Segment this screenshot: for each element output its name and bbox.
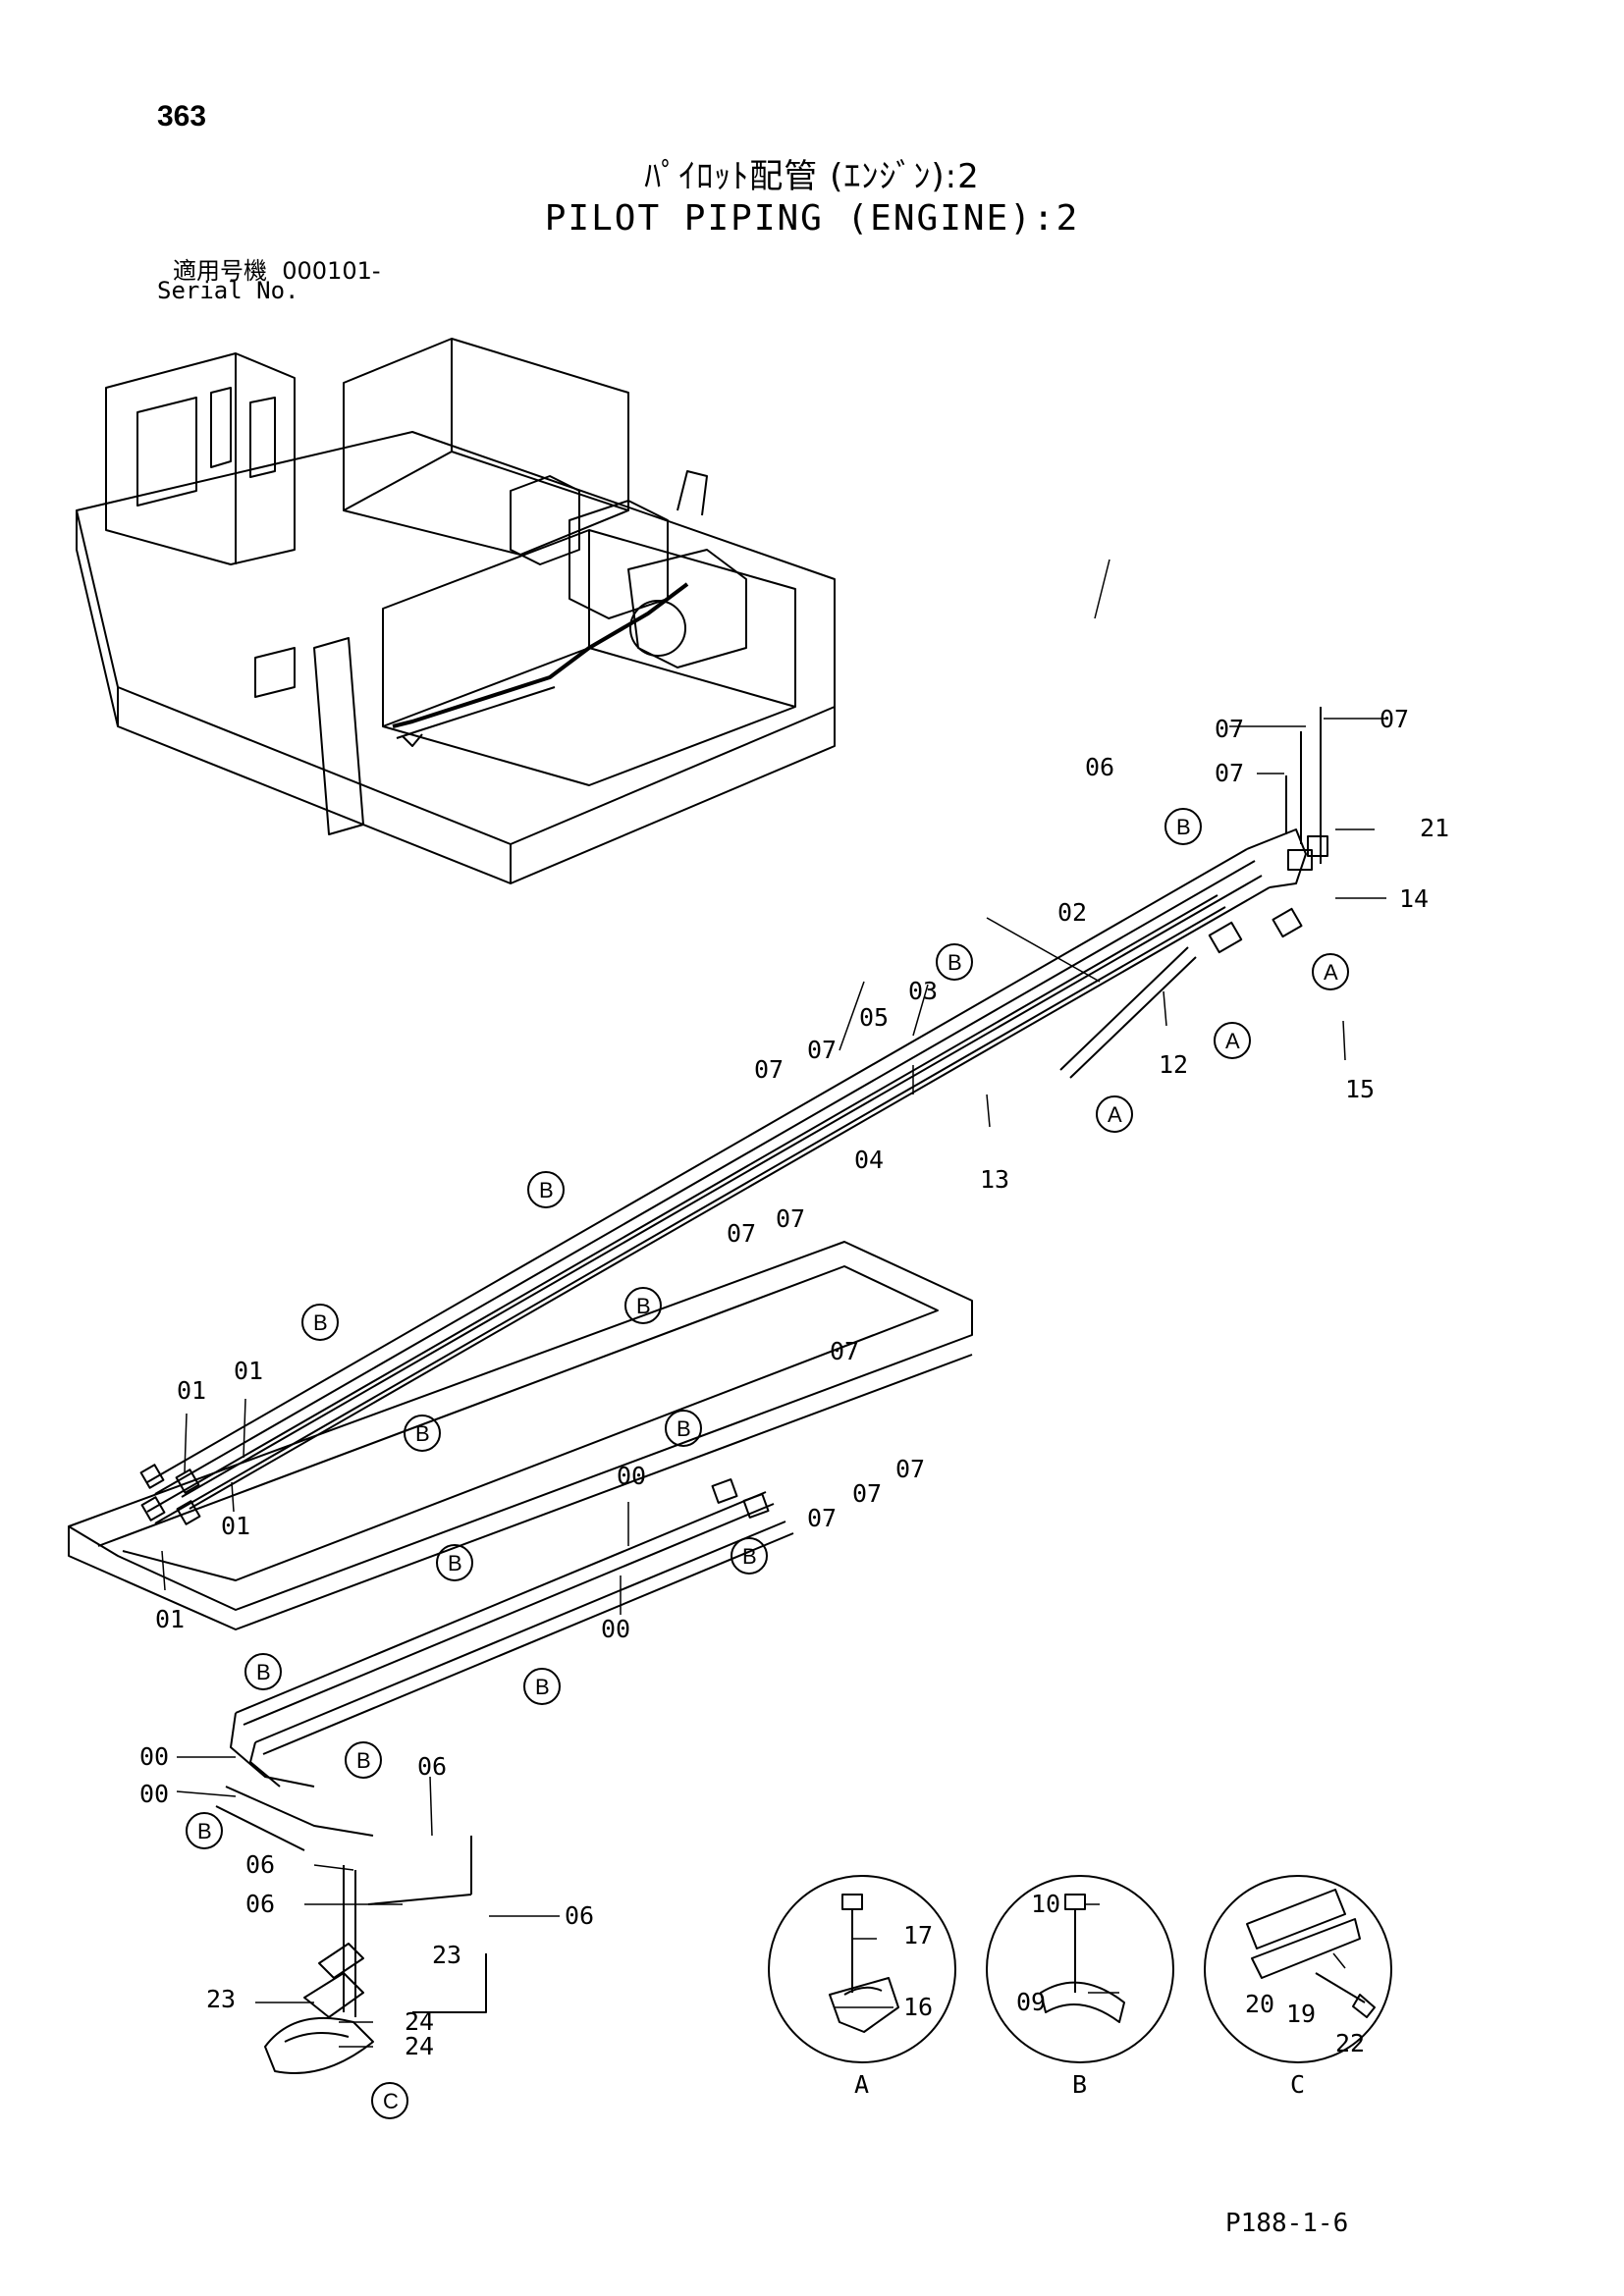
part-label-01: 01	[155, 1605, 185, 1633]
ref-letter-b: B	[539, 1178, 554, 1202]
part-label-07: 07	[895, 1455, 925, 1483]
part-label-12: 12	[1159, 1050, 1188, 1079]
part-label-23: 23	[206, 1985, 236, 2013]
part-label-17: 17	[903, 1921, 933, 1949]
document-code: P188-1-6	[1225, 2209, 1349, 2238]
part-label-16: 16	[903, 1993, 933, 2021]
part-label-20: 20	[1245, 1990, 1274, 2018]
part-label-04: 04	[854, 1146, 884, 1174]
part-label-13: 13	[980, 1165, 1009, 1194]
ref-letter-b: B	[947, 950, 962, 975]
part-label-07: 07	[807, 1036, 837, 1064]
part-label-00: 00	[139, 1742, 169, 1771]
frame-outline	[68, 1241, 973, 1630]
detail-caption-a: A	[854, 2070, 869, 2099]
part-label-07: 07	[830, 1337, 859, 1365]
machine-overview-illustration	[76, 338, 836, 884]
reference-callouts	[186, 808, 1349, 2119]
part-label-07: 07	[852, 1479, 882, 1508]
ref-letter-b: B	[636, 1294, 651, 1318]
part-label-01: 01	[177, 1376, 206, 1405]
ref-letter-b: B	[677, 1416, 691, 1441]
ref-letter-b: B	[1176, 815, 1191, 839]
part-label-00: 00	[617, 1462, 646, 1490]
part-label-24: 24	[405, 2032, 434, 2060]
part-number-labels: 07 07 07 06 21 14 02 03 05 07 07 12 15 0…	[139, 705, 1449, 2060]
serial-number-value: 000101-	[282, 257, 381, 285]
part-label-19: 19	[1286, 2000, 1316, 2028]
part-label-24: 24	[405, 2007, 434, 2036]
lower-pipe-run	[215, 1478, 794, 2074]
part-label-14: 14	[1399, 884, 1429, 913]
part-label-15: 15	[1345, 1075, 1375, 1103]
part-label-07: 07	[1215, 759, 1244, 787]
part-label-06: 06	[245, 1890, 275, 1918]
part-label-01: 01	[234, 1357, 263, 1385]
leader-lines	[161, 559, 1386, 2048]
ref-letter-b: B	[448, 1551, 462, 1575]
part-label-09: 09	[1016, 1988, 1046, 2016]
serial-number-line: 適用号機 000101-	[173, 251, 381, 286]
part-label-06: 06	[1085, 753, 1114, 781]
part-label-00: 00	[601, 1615, 630, 1643]
page-title: PILOT PIPING (ENGINE):2	[544, 198, 1080, 239]
page-title-japanese: ﾊﾟｲﾛｯﾄ配管 (ｴﾝｼﾞﾝ):2	[644, 157, 980, 196]
part-label-21: 21	[1420, 814, 1449, 842]
part-label-07: 07	[807, 1504, 837, 1532]
detail-reference-letters: B B B B B B B B B B B B B A A A C A B C	[197, 815, 1338, 2113]
part-label-06: 06	[417, 1752, 447, 1781]
part-label-03: 03	[908, 977, 938, 1005]
detail-view-b	[986, 1875, 1174, 2063]
ref-letter-a: A	[1324, 960, 1338, 985]
part-label-06: 06	[245, 1850, 275, 1879]
ref-letter-b: B	[313, 1310, 328, 1335]
part-label-22: 22	[1335, 2029, 1365, 2057]
ref-letter-b: B	[356, 1748, 371, 1773]
part-label-23: 23	[432, 1941, 461, 1969]
part-label-07: 07	[776, 1204, 805, 1233]
detail-view-a	[768, 1875, 956, 2063]
ref-letter-b: B	[742, 1544, 757, 1569]
part-label-00: 00	[139, 1780, 169, 1808]
part-label-05: 05	[859, 1003, 889, 1032]
part-label-10: 10	[1031, 1890, 1060, 1918]
detail-caption-c: C	[1290, 2070, 1305, 2099]
part-label-07: 07	[1380, 705, 1409, 733]
ref-letter-a: A	[1108, 1102, 1122, 1127]
ref-letter-b: B	[197, 1819, 212, 1843]
serial-label-japanese: 適用号機	[173, 257, 267, 285]
upper-pipe-run	[139, 707, 1328, 1525]
part-label-02: 02	[1057, 898, 1087, 927]
ref-letter-a: A	[1225, 1029, 1240, 1053]
part-label-07: 07	[727, 1219, 756, 1248]
detail-caption-b: B	[1072, 2070, 1087, 2099]
page-number: 363	[157, 100, 207, 133]
ref-letter-b: B	[535, 1675, 550, 1699]
part-label-06: 06	[565, 1901, 594, 1930]
part-label-07: 07	[1215, 715, 1244, 743]
ref-letter-b: B	[256, 1660, 271, 1684]
part-label-07: 07	[754, 1055, 784, 1084]
ref-letter-c: C	[383, 2089, 399, 2113]
detail-view-c	[1204, 1875, 1392, 2063]
ref-letter-b: B	[415, 1421, 430, 1446]
serial-label: Serial No.	[157, 277, 299, 304]
part-label-01: 01	[221, 1512, 250, 1540]
